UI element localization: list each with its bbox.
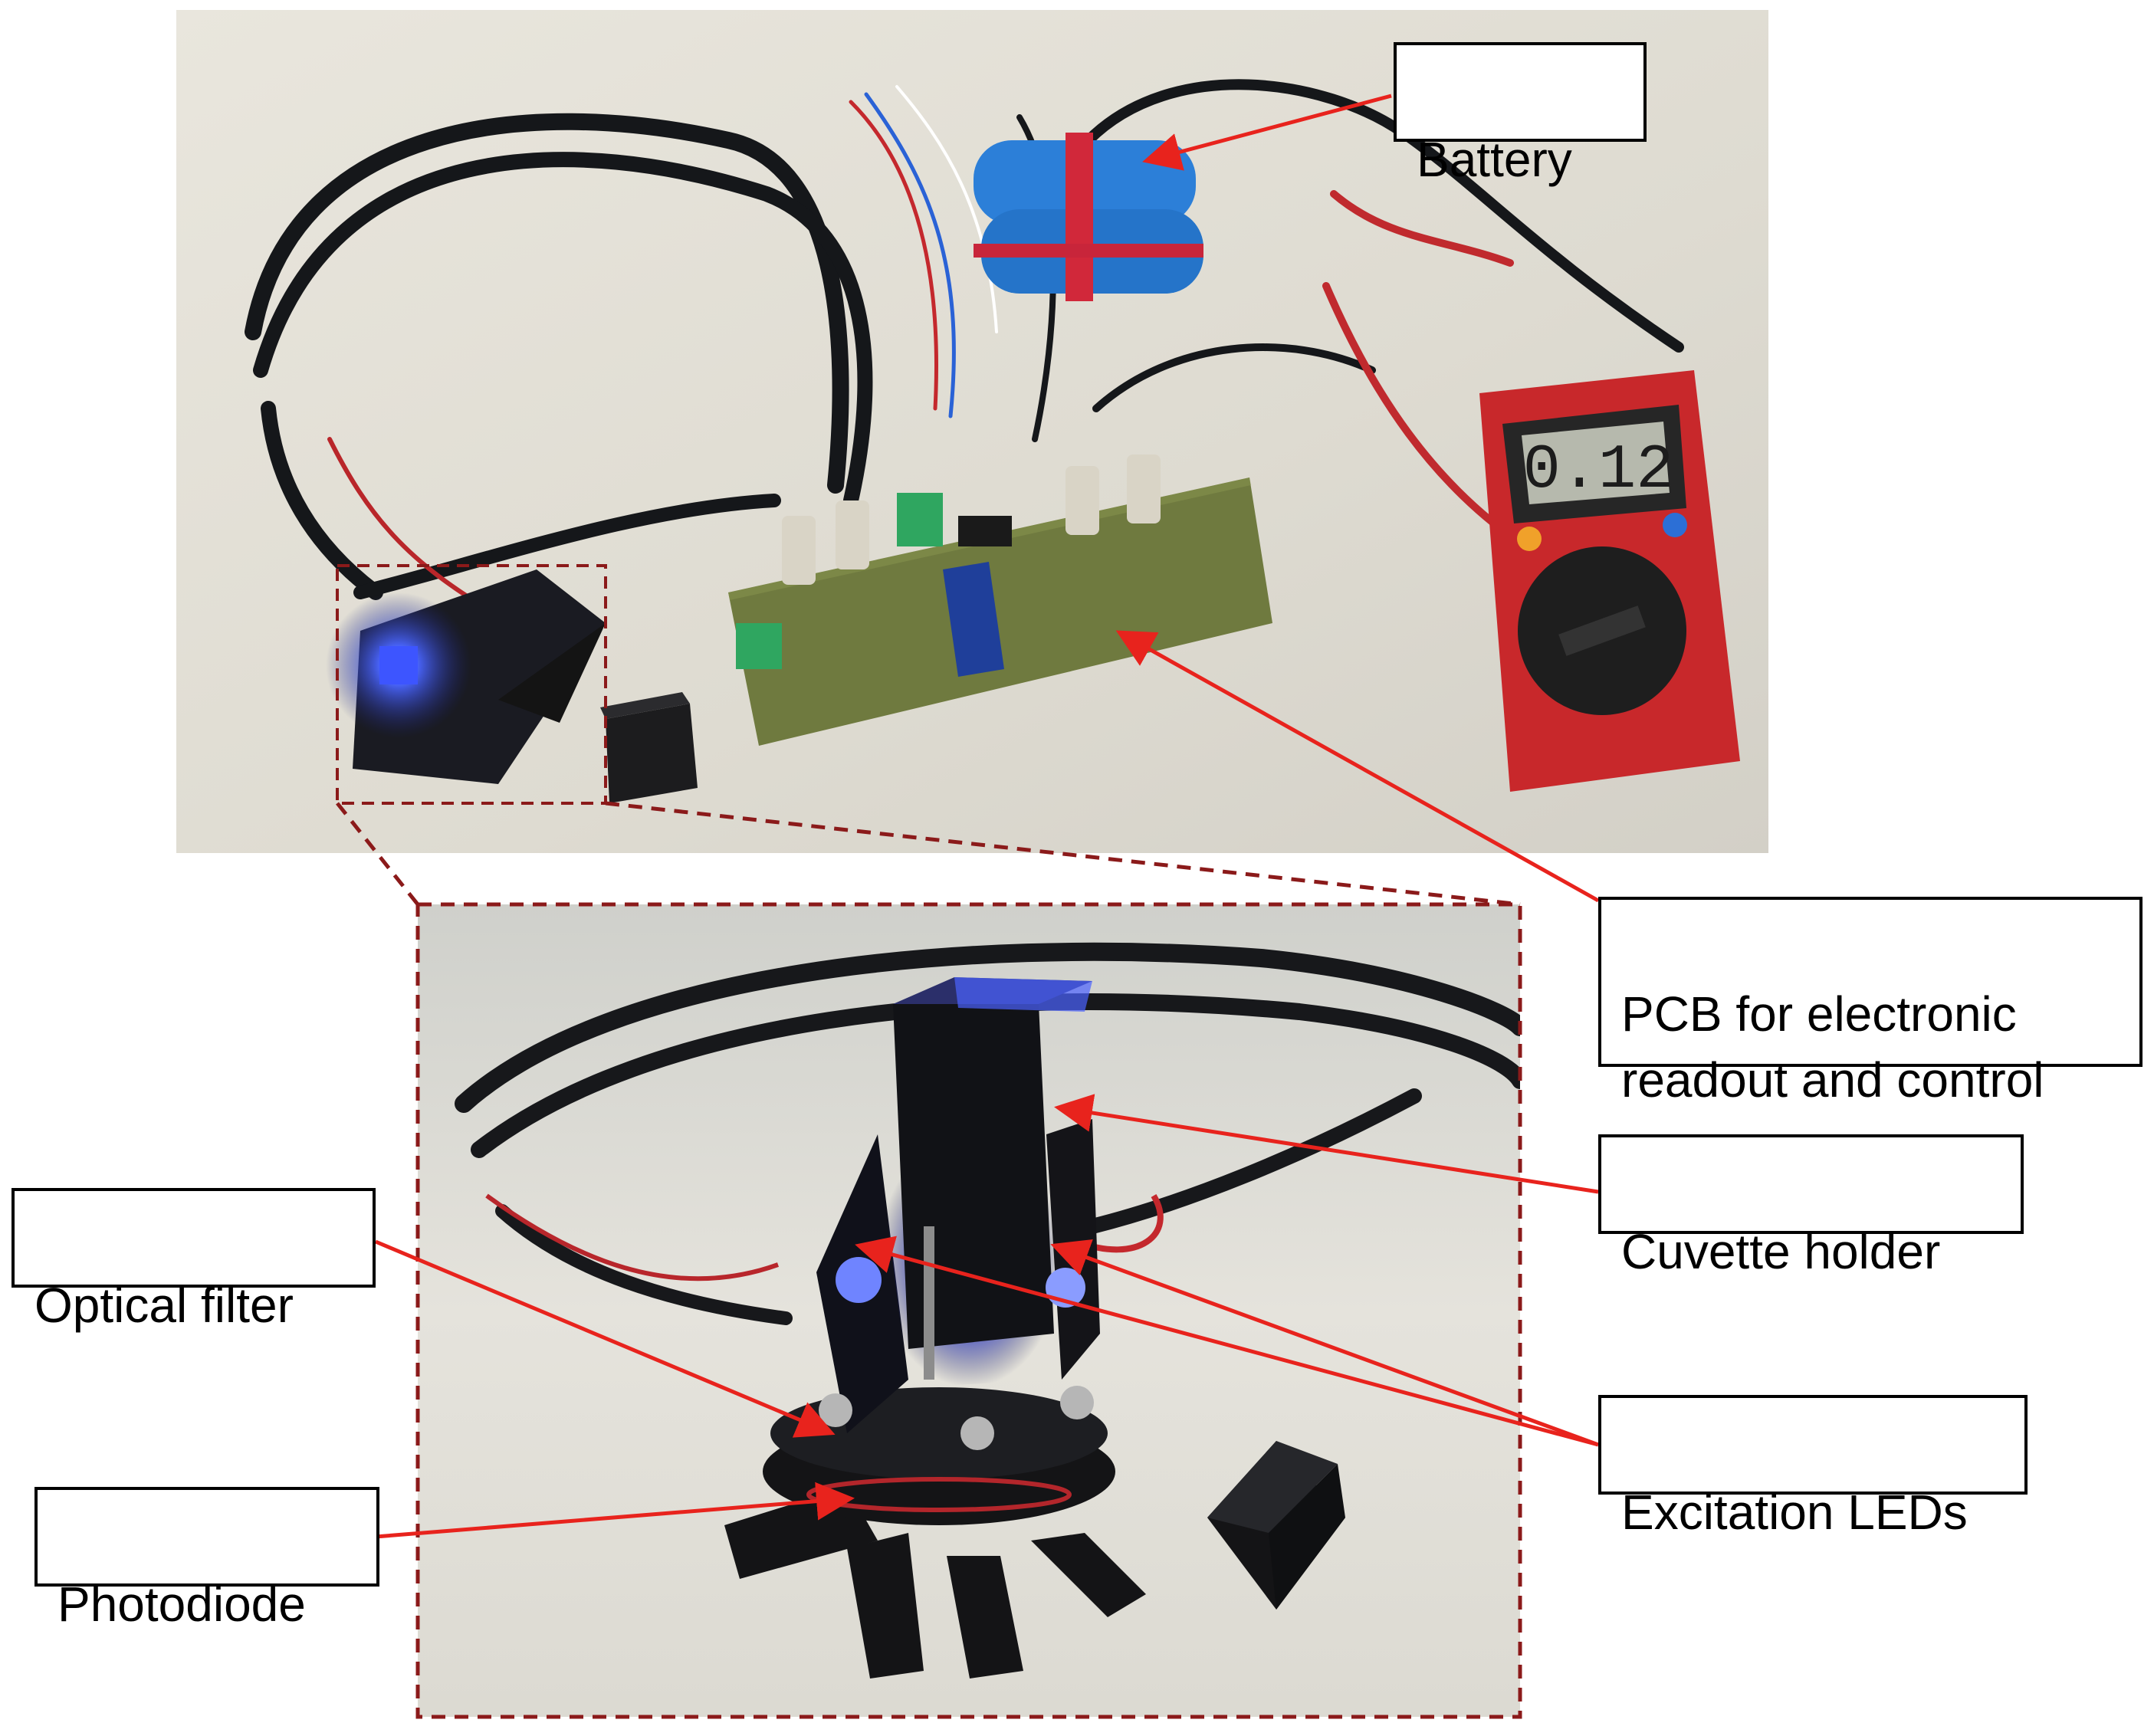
detail-photo (418, 904, 1520, 1717)
callout-excitation-leds: Excitation LEDs (1598, 1395, 2028, 1540)
black-cables (245, 79, 1684, 600)
callout-cuvette-holder-label: Cuvette holder (1621, 1224, 1941, 1279)
callout-optical-filter: Optical filter (11, 1188, 376, 1333)
callout-excitation-leds-label: Excitation LEDs (1621, 1485, 1968, 1540)
multimeter-readout: 0.12 (1523, 435, 1674, 506)
cuvette-holder-overview (326, 569, 606, 784)
callout-photodiode: Photodiode (34, 1487, 379, 1632)
callout-pcb: PCB for electronic readout and control (1598, 897, 2143, 1108)
overview-photo-drawing: 0.12 (176, 10, 1768, 853)
multimeter: 0.12 (1479, 370, 1740, 792)
callout-battery-label: Battery (1417, 132, 1572, 187)
cuvette-cap-overview (600, 692, 698, 803)
pcb-board (728, 455, 1272, 746)
detail-photo-drawing (418, 904, 1520, 1717)
callout-optical-filter-label: Optical filter (34, 1278, 294, 1333)
callout-battery: Battery (1394, 42, 1647, 187)
callout-photodiode-label: Photodiode (57, 1577, 306, 1632)
overview-photo: 0.12 (176, 10, 1768, 853)
callout-cuvette-holder: Cuvette holder (1598, 1134, 2024, 1279)
battery-pack (974, 133, 1203, 301)
callout-pcb-label: PCB for electronic readout and control (1621, 986, 2044, 1108)
region-of-interest-box (336, 564, 607, 805)
